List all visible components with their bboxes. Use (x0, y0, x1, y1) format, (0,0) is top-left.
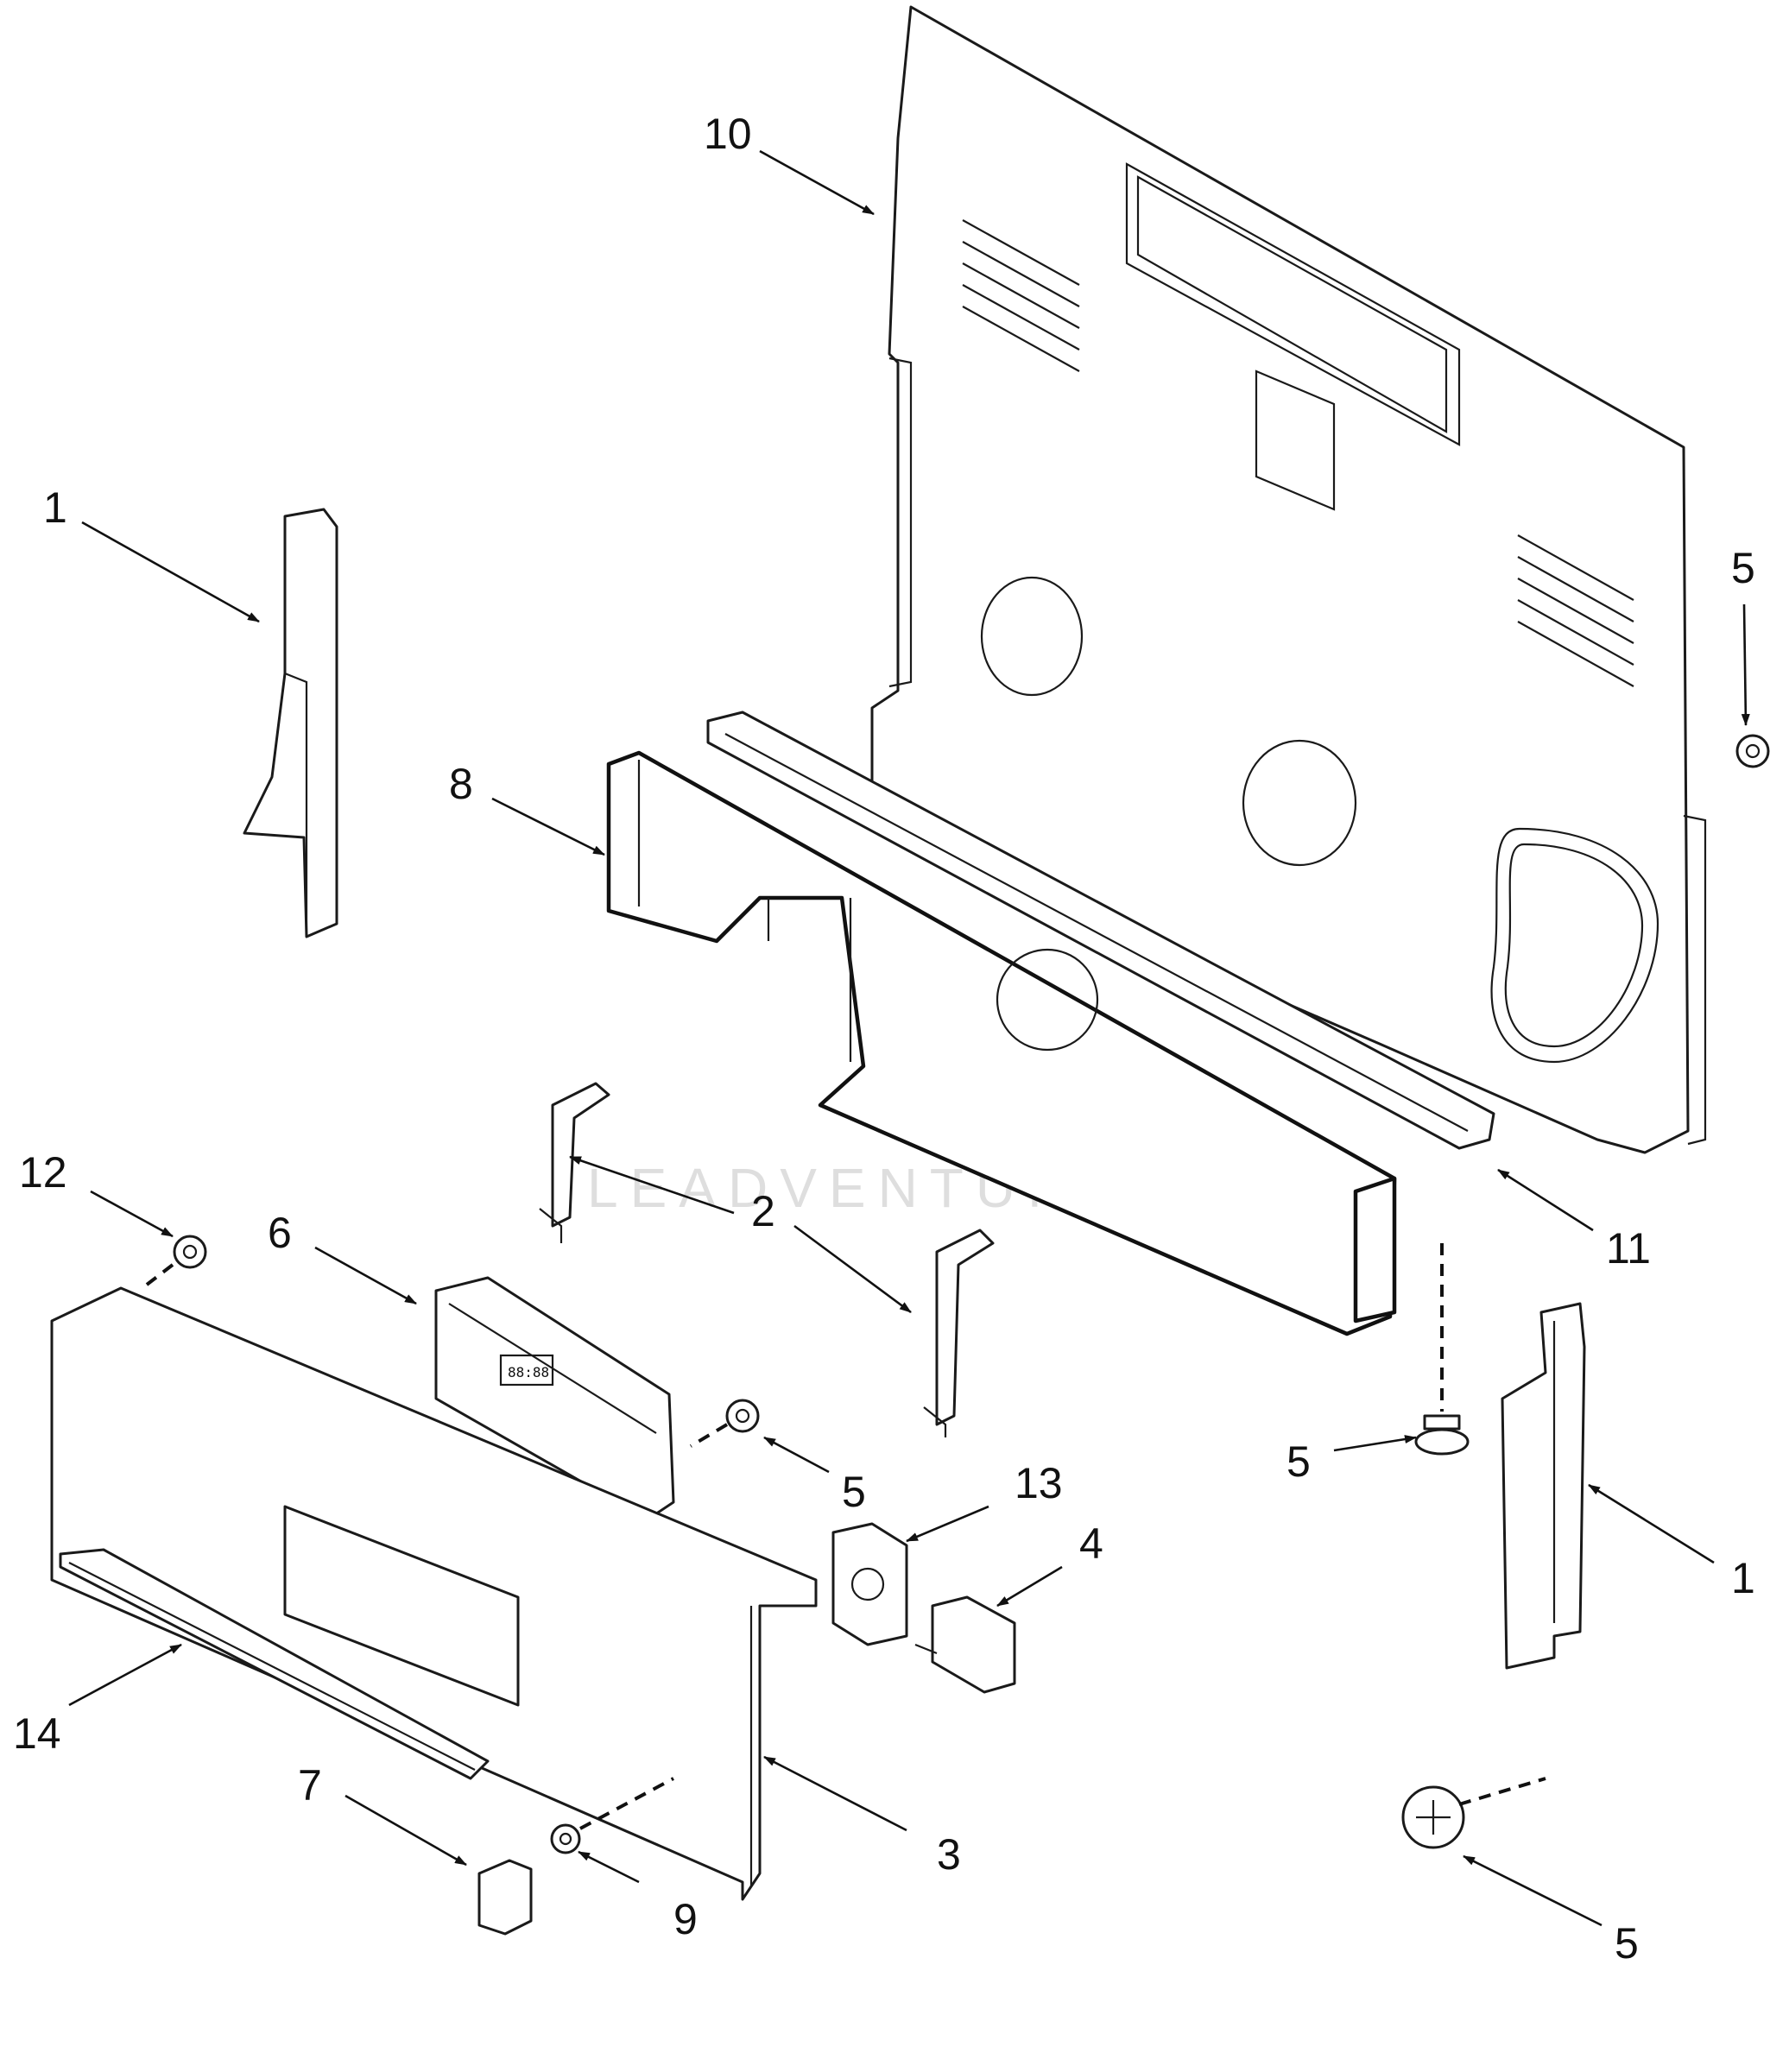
part-13-switch (831, 1522, 908, 1646)
part-1-side-trim-left (243, 508, 338, 938)
alignment-line-5-board (689, 1423, 729, 1448)
part-5-screw-top-right (1735, 734, 1770, 768)
callout-8: 8 (449, 760, 473, 808)
callout-13: 13 (1015, 1459, 1063, 1507)
alignment-line-5-bottom (1458, 1777, 1546, 1806)
part-14-trim-strip (59, 1548, 490, 1780)
part-3-control-panel (50, 1286, 818, 1901)
callout-4: 4 (1079, 1519, 1103, 1568)
part-2-bracket-right (923, 1229, 995, 1437)
part-5-screw-center (1414, 1414, 1470, 1456)
part-12-screw (173, 1235, 207, 1269)
callout-5-center: 5 (1286, 1437, 1311, 1486)
part-5-screw-bottom-right (1401, 1785, 1465, 1849)
part-8-console-bracket (606, 750, 1397, 1336)
callout-5-bottom-right: 5 (1615, 1919, 1639, 1968)
part-1-side-trim-right (1501, 1302, 1586, 1670)
callout-7: 7 (298, 1761, 322, 1810)
callout-1-top-left: 1 (43, 483, 67, 532)
callout-14: 14 (13, 1709, 61, 1758)
part-2-bracket-left (539, 1082, 610, 1243)
part-5-screw-board (725, 1399, 760, 1433)
callout-5-top-right: 5 (1731, 544, 1755, 592)
part-6-control-board: 88:88 (434, 1276, 675, 1521)
callout-12: 12 (19, 1148, 67, 1197)
callout-5-board: 5 (842, 1468, 866, 1516)
leader-lines (68, 149, 1750, 1927)
part-4-infinite-switch (914, 1595, 1016, 1694)
callout-2: 2 (751, 1187, 775, 1235)
part-7-knob (477, 1859, 533, 1936)
vent-louvers-left (962, 219, 1080, 372)
callout-labels: 10 1 5 8 12 6 2 11 5 5 13 4 1 14 7 3 9 5 (13, 110, 1755, 1968)
callout-3: 3 (937, 1830, 961, 1879)
part-9-screw (550, 1823, 581, 1854)
vent-louvers-right (1517, 534, 1634, 687)
control-display-digits: 88:88 (508, 1364, 549, 1380)
callout-6: 6 (268, 1209, 292, 1257)
part-10-back-panel (870, 5, 1707, 1154)
alignment-line-9 (579, 1777, 674, 1830)
callout-9: 9 (673, 1895, 698, 1943)
callout-1-right: 1 (1731, 1554, 1755, 1602)
alignment-line-12 (145, 1263, 174, 1286)
part-11-rail (706, 711, 1495, 1150)
callout-11: 11 (1606, 1224, 1651, 1273)
callout-10: 10 (704, 110, 752, 158)
